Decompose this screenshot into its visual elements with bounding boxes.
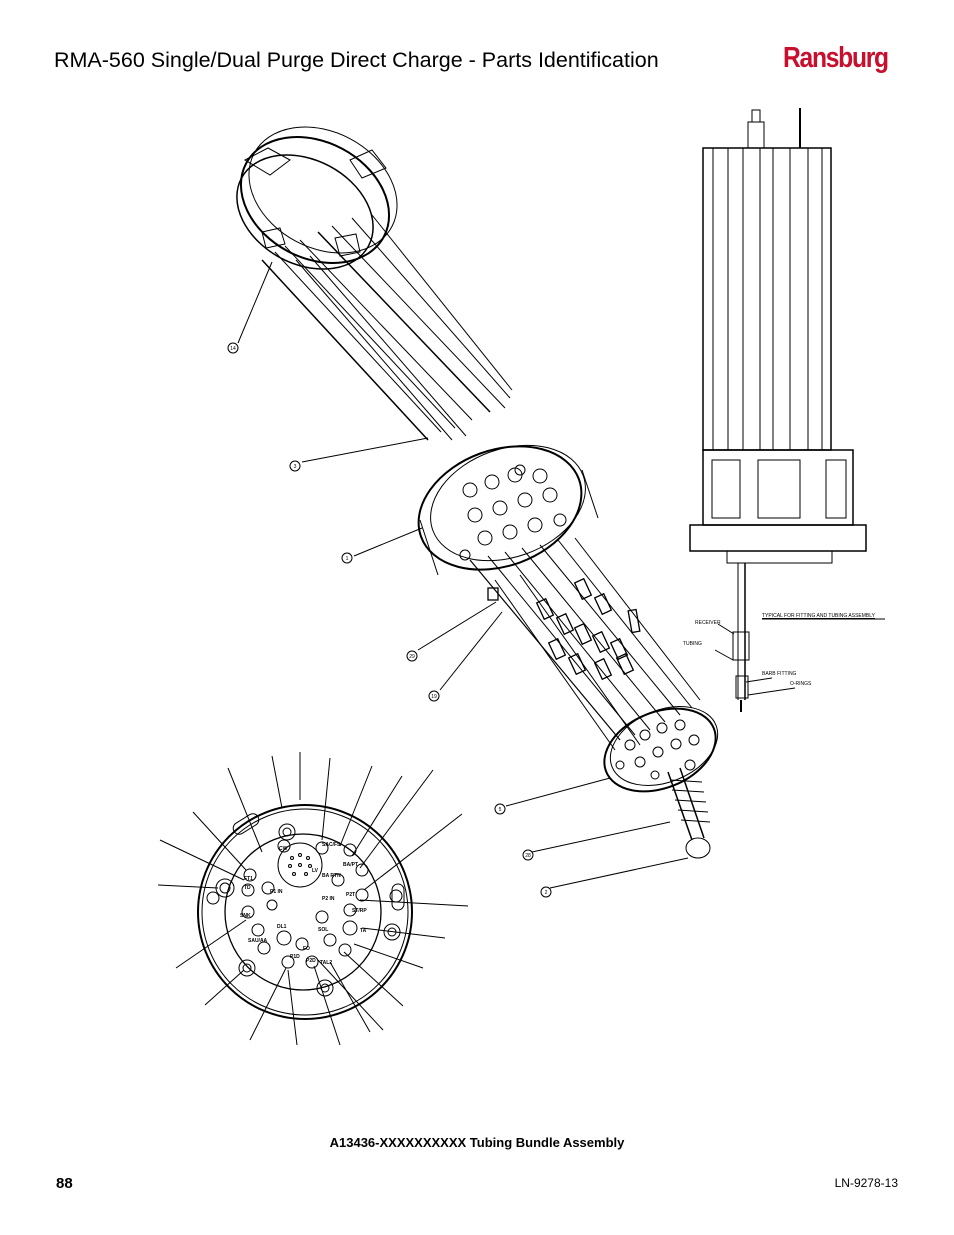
face-label: P1D <box>290 954 300 960</box>
o-rings-label: O-RINGS <box>790 681 812 687</box>
callout-number: 5 <box>499 807 502 813</box>
face-label: P2D <box>306 958 316 964</box>
face-label: TD <box>244 885 251 891</box>
receiver-label: RECEIVER <box>695 620 721 626</box>
callout-number: 2 <box>545 890 548 896</box>
face-label: CW <box>279 846 288 852</box>
page-title: RMA-560 Single/Dual Purge Direct Charge … <box>54 48 659 72</box>
callout-bubble: 3 <box>289 460 301 472</box>
face-label: BA RTN <box>322 873 341 879</box>
callout-bubble: 28 <box>522 849 534 861</box>
face-label: SOL <box>318 927 328 933</box>
callout-bubble: 19 <box>428 690 440 702</box>
callout-number: 28 <box>525 853 531 859</box>
callout-number: 1 <box>346 556 349 562</box>
callout-bubble: 2 <box>540 886 552 898</box>
face-label: DL1 <box>277 924 287 930</box>
face-label: ST/RP <box>352 908 367 914</box>
face-label: TAL2 <box>320 960 332 966</box>
tubing-label: TUBING <box>683 641 702 647</box>
ransburg-logo: Ransburg <box>783 42 889 74</box>
callout-bubble: 5 <box>494 803 506 815</box>
callout-bubble: 1 <box>341 552 353 564</box>
face-label: P2 IN <box>322 896 335 902</box>
callout-number: 14 <box>230 346 236 352</box>
face-label: FT1 <box>244 876 253 882</box>
callout-bubble: 14 <box>227 342 239 354</box>
face-label: P1 IN <box>270 889 283 895</box>
callout-number: 3 <box>294 464 297 470</box>
document-number: LN-9278-13 <box>834 1176 898 1190</box>
face-label: SNK <box>240 913 251 919</box>
face-label: BA/PT <box>343 862 358 868</box>
callout-bubble: 29 <box>406 650 418 662</box>
barb-fitting-label: BARB FITTING <box>762 671 797 677</box>
callout-number: 29 <box>409 654 415 660</box>
face-label: TA <box>360 928 367 934</box>
face-label: SAU/AA <box>248 938 268 944</box>
page-number: 88 <box>56 1175 73 1192</box>
callout-number: 19 <box>431 694 437 700</box>
typical-note: TYPICAL FOR FITTING AND TUBING ASSEMBLY <box>762 613 876 619</box>
face-label: FO <box>303 946 310 952</box>
face-label: P2T <box>346 892 355 898</box>
face-label: SAC/FS <box>322 842 341 848</box>
figure-caption: A13436-XXXXXXXXXX Tubing Bundle Assembly <box>329 1135 625 1150</box>
face-label: LV <box>312 868 319 874</box>
